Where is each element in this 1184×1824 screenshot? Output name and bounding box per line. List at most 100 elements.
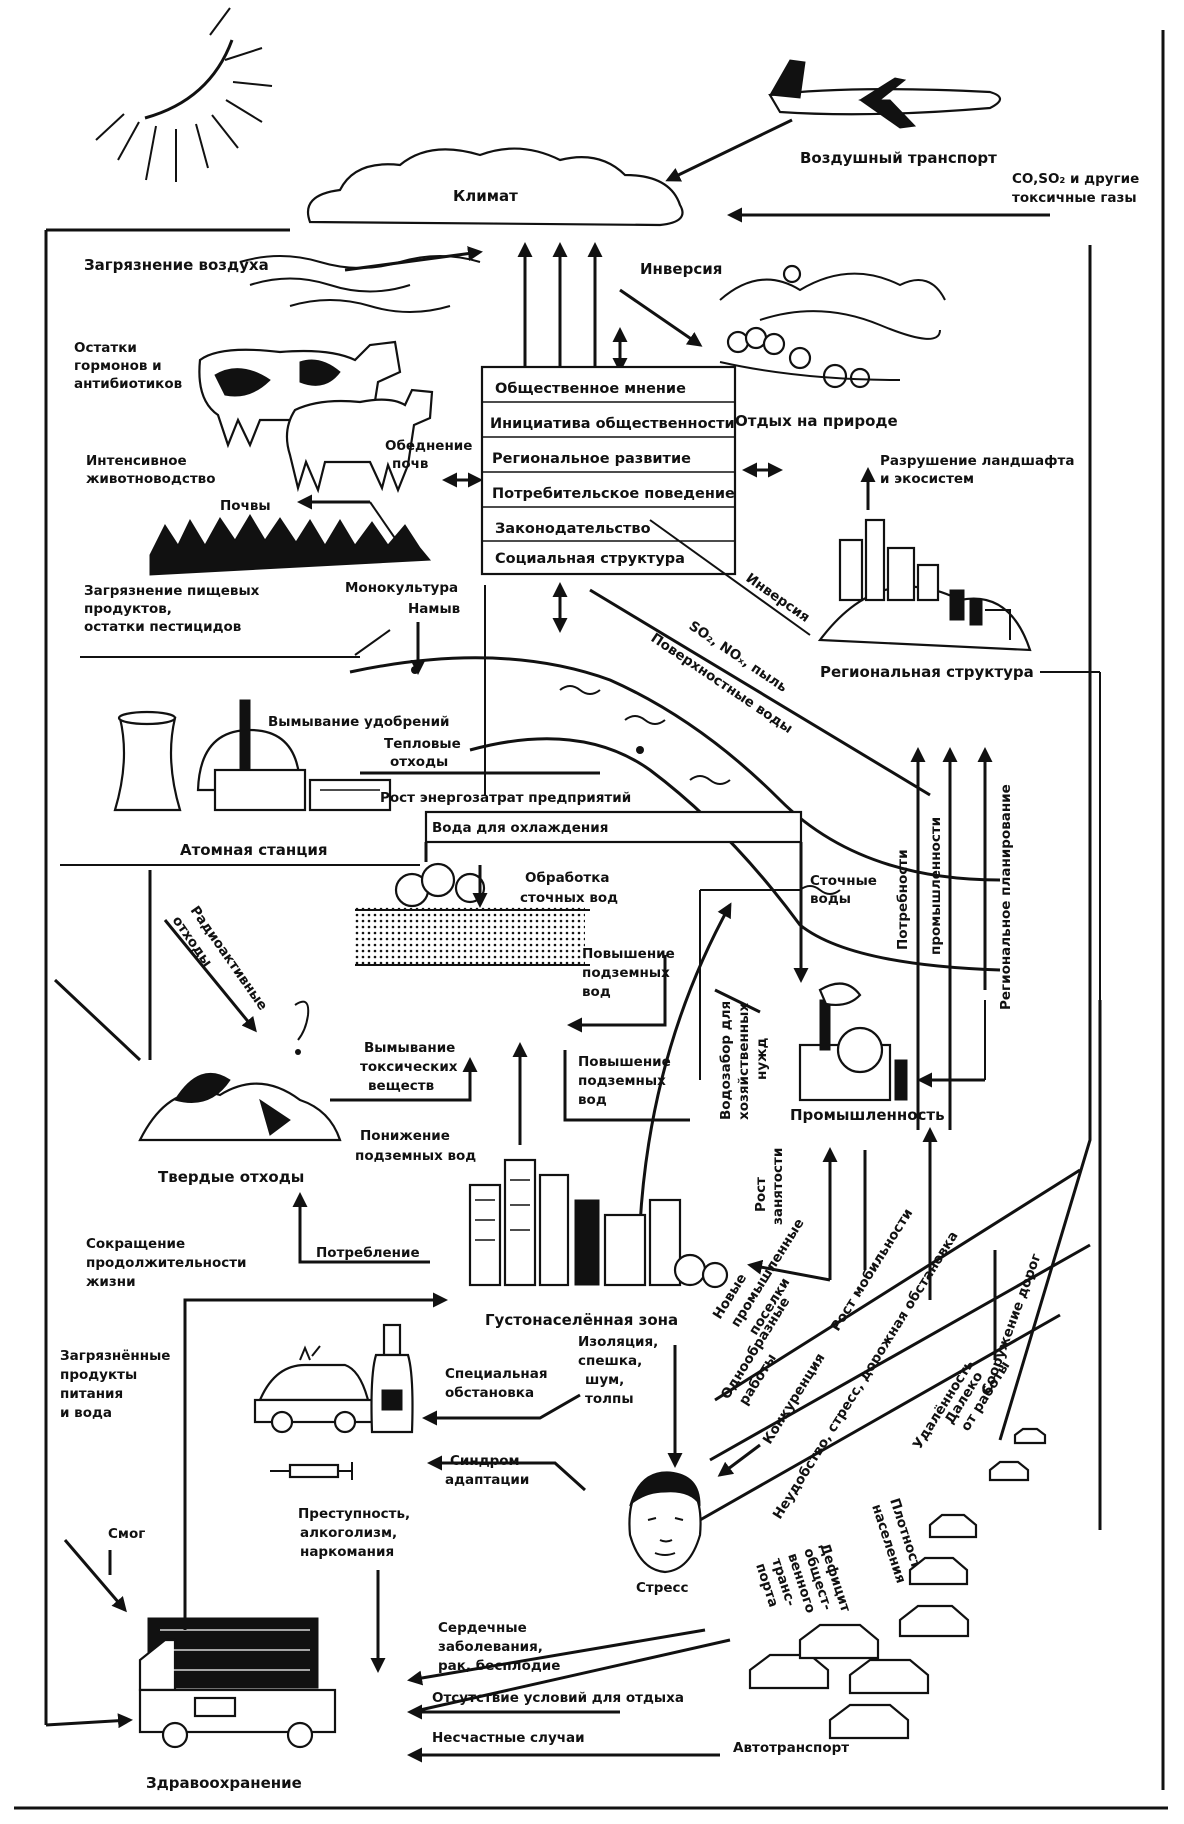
label-energy-growth: Рост энергозатрат предприятий — [380, 790, 631, 806]
label-inversion-side: Инверсия — [743, 570, 813, 626]
label-food-pollution-2: продуктов, — [84, 601, 172, 617]
arrow-adaptation — [427, 1455, 587, 1492]
label-industry-needs-2: промышленности — [928, 817, 944, 955]
label-food-pollution-1: Загрязнение пищевых — [84, 583, 260, 599]
label-life-2: продолжительности — [86, 1255, 247, 1271]
label-gw-drop-2: подземных вод — [355, 1148, 476, 1164]
label-thermal-2: отходы — [390, 754, 448, 770]
airplane-icon — [768, 59, 1002, 129]
label-auto-transport: Автотранспорт — [733, 1740, 849, 1756]
label-employment-2: занятости — [770, 1148, 786, 1225]
label-landscape-2: и экосистем — [880, 471, 974, 487]
label-hormones-2: гормонов и — [74, 358, 162, 374]
label-special-1: Специальная — [445, 1366, 548, 1382]
label-accidents: Несчастные случаи — [432, 1730, 585, 1746]
nuclear-station-icon — [113, 699, 392, 812]
label-toxic-leach-1: Вымывание — [364, 1040, 455, 1056]
healthcare-van-icon — [138, 1617, 337, 1749]
label-contam-food-2: продукты — [60, 1367, 137, 1383]
river-band — [349, 656, 1001, 972]
label-isolation-2: спешка, — [578, 1353, 642, 1369]
center-box-item-2: Региональное развитие — [492, 451, 691, 467]
center-box: Общественное мнение Инициатива обществен… — [480, 365, 737, 576]
label-industry-needs-1: Потребности — [895, 849, 911, 950]
label-sewage-2: сточных вод — [520, 890, 618, 906]
label-gw-rise-2a: Повышение — [578, 1054, 671, 1070]
landscape-icon — [719, 264, 946, 389]
label-climate: Климат — [453, 187, 518, 205]
industry-icon — [798, 982, 908, 1102]
line-road-diag-1 — [714, 1168, 1081, 1402]
label-adaptation-2: адаптации — [445, 1472, 529, 1488]
label-erosion: Намыв — [408, 601, 460, 617]
center-box-item-4: Законодательство — [495, 521, 651, 537]
label-livestock-1: Интенсивное — [86, 453, 187, 469]
label-contam-food-4: и вода — [60, 1405, 112, 1421]
label-soil-depletion-2: почв — [392, 456, 428, 472]
label-life-3: жизни — [86, 1274, 136, 1290]
label-toxic-gases-2: токсичные газы — [1012, 190, 1137, 206]
sun-icon — [95, 7, 273, 182]
label-cooling-water: Вода для охлаждения — [432, 820, 608, 836]
center-box-item-5: Социальная структура — [495, 551, 685, 567]
line-gw-rise — [714, 988, 761, 1014]
label-consumption: Потребление — [316, 1245, 420, 1261]
label-toxic-gases-1: CO,SO₂ и другие — [1012, 171, 1139, 187]
syringe-icon — [270, 1462, 353, 1480]
label-crime-1: Преступность, — [298, 1506, 410, 1522]
line-no-rest-diag — [419, 1638, 731, 1712]
label-water-intake-3: нужд — [754, 1037, 770, 1080]
label-isolation-1: Изоляция, — [578, 1334, 658, 1350]
arrow-competition — [717, 1443, 761, 1477]
solid-waste-icon — [138, 1000, 342, 1142]
label-adaptation-1: Синдром — [450, 1453, 520, 1469]
label-air-pollution: Загрязнение воздуха — [84, 256, 269, 274]
label-isolation-3: шум, — [585, 1372, 624, 1388]
arrow-radioactive — [163, 919, 257, 1033]
label-wastewater-2: воды — [810, 891, 851, 907]
label-hormones-1: Остатки — [74, 340, 137, 356]
label-dense-zone: Густонаселённая зона — [485, 1311, 678, 1329]
label-thermal-1: Тепловые — [384, 736, 461, 752]
label-monoculture: Монокультура — [345, 580, 458, 596]
arrow-consumption — [292, 1192, 430, 1264]
line-so2-diagonal — [589, 588, 931, 797]
center-box-item-0: Общественное мнение — [495, 381, 686, 397]
label-toxic-leach-2: токсических — [360, 1059, 458, 1075]
label-special-2: обстановка — [445, 1385, 534, 1401]
label-water-intake-1: Водозабор для — [718, 1001, 734, 1120]
arrow-smog — [63, 1539, 127, 1613]
line-inversion-side — [649, 519, 811, 636]
stress-face-icon — [628, 1471, 702, 1574]
label-regional-planning: Региональное планирование — [998, 784, 1014, 1010]
label-water-intake-2: хозяйственных — [736, 1003, 752, 1120]
center-box-item-3: Потребительское поведение — [492, 486, 735, 502]
cloud-icon — [239, 147, 684, 313]
sewage-treatment-icon — [355, 862, 590, 966]
label-livestock-2: животноводство — [86, 471, 216, 487]
label-recreation: Отдых на природе — [735, 412, 898, 430]
label-nuclear-plant: Атомная станция — [180, 841, 328, 859]
label-employment-1: Рост — [753, 1177, 769, 1212]
line-road-diag-3 — [699, 1313, 1061, 1522]
crops-field-icon — [149, 514, 432, 576]
label-gw-rise-1c: вод — [582, 984, 611, 1000]
label-heart-1: Сердечные — [438, 1620, 527, 1636]
label-wastewater-1: Сточные — [810, 873, 877, 889]
label-life-1: Сокращение — [86, 1236, 185, 1252]
label-gw-rise-2b: подземных — [578, 1073, 666, 1089]
traffic-cars-icon — [748, 1427, 1047, 1740]
arrow-new-settlements — [747, 1259, 831, 1282]
label-solid-waste: Твердые отходы — [158, 1168, 304, 1186]
arrow-water-intake — [638, 902, 732, 1226]
label-food-pollution-3: остатки пестицидов — [84, 619, 241, 635]
label-soils: Почвы — [220, 498, 271, 514]
label-sewage-1: Обработка — [525, 870, 609, 886]
label-industry: Промышленность — [790, 1106, 945, 1124]
label-soil-depletion-1: Обеднение — [385, 438, 472, 454]
label-no-rest: Отсутствие условий для отдыха — [432, 1690, 684, 1706]
label-toxic-leach-3: веществ — [368, 1078, 434, 1094]
line-far-right — [998, 245, 1092, 1441]
arrow-air-transport-climate — [665, 118, 793, 182]
